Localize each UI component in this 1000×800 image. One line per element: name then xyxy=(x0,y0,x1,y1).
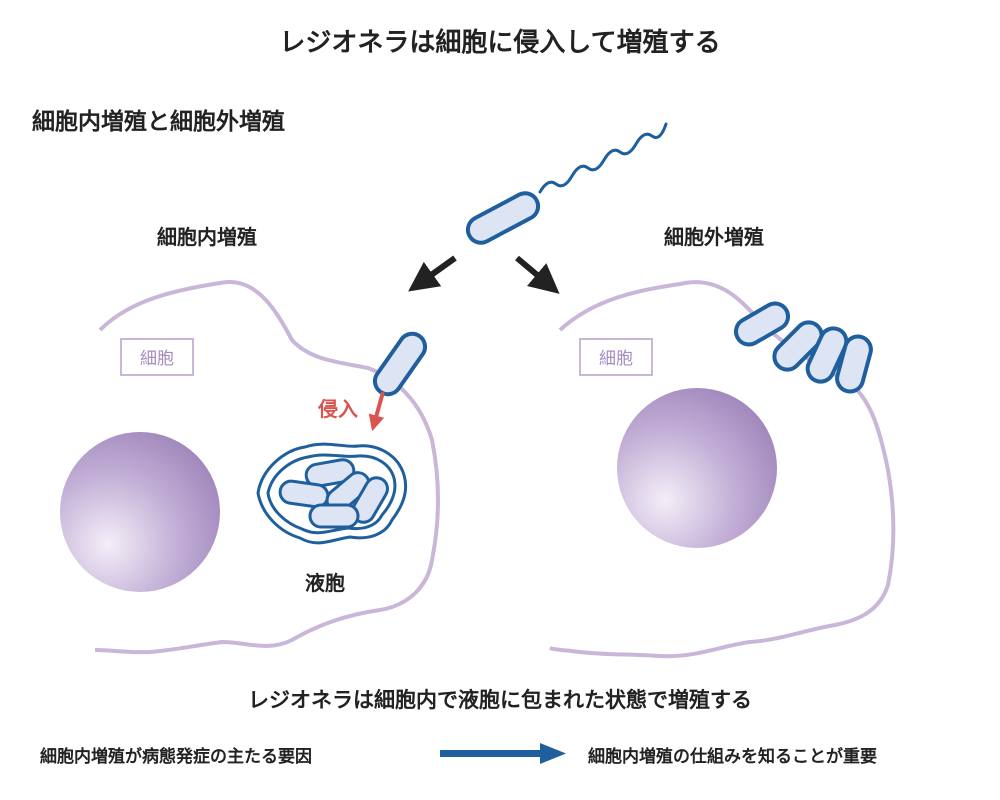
bottom-right-text: 細胞内増殖の仕組みを知ることが重要 xyxy=(588,747,877,767)
invading-bacterium xyxy=(372,331,428,397)
surface-bacterium xyxy=(734,301,790,347)
cell-label-left: 細胞 xyxy=(140,349,174,369)
cell-label-right: 細胞 xyxy=(599,349,633,369)
flagellum xyxy=(538,122,668,194)
nucleus-left xyxy=(60,432,220,592)
extracellular-heading: 細胞外増殖 xyxy=(664,225,764,249)
intracellular-heading: 細胞内増殖 xyxy=(157,225,257,249)
surface-bacterium xyxy=(835,334,873,394)
surface-bacteria xyxy=(734,301,873,394)
bottom-left-text: 細胞内増殖が病態発症の主たる要因 xyxy=(40,747,312,767)
bottom-arrow xyxy=(440,743,566,764)
surface-bacterium xyxy=(805,326,849,384)
main-title: レジオネラは細胞に侵入して増殖する xyxy=(279,28,721,58)
surface-bacterium xyxy=(772,320,824,372)
vacuole-bacteria xyxy=(278,458,389,529)
section-title: 細胞内増殖と細胞外増殖 xyxy=(32,109,285,135)
bacterium-body xyxy=(465,191,541,245)
extracellular-cell: 細胞 xyxy=(549,280,896,659)
cell-label-box-right xyxy=(579,338,653,376)
intracellular-cell: 細胞 侵入 液胞 xyxy=(60,280,440,655)
arrow-to-extracellular xyxy=(515,255,560,294)
nucleus-right xyxy=(617,388,777,548)
invasion-arrow xyxy=(368,391,385,432)
cell-membrane-right xyxy=(549,280,896,659)
vacuole-bacterium xyxy=(308,503,360,529)
cell-label-box-left xyxy=(120,338,194,376)
arrow-to-intracellular xyxy=(408,255,457,292)
cell-membrane-left xyxy=(94,280,440,655)
vacuole-label: 液胞 xyxy=(305,571,345,595)
vacuole-bacterium xyxy=(304,458,356,488)
conclusion-text: レジオネラは細胞内で液胞に包まれた状態で増殖する xyxy=(248,688,752,712)
flagellated-bacterium xyxy=(465,122,668,245)
invasion-label: 侵入 xyxy=(317,397,358,421)
